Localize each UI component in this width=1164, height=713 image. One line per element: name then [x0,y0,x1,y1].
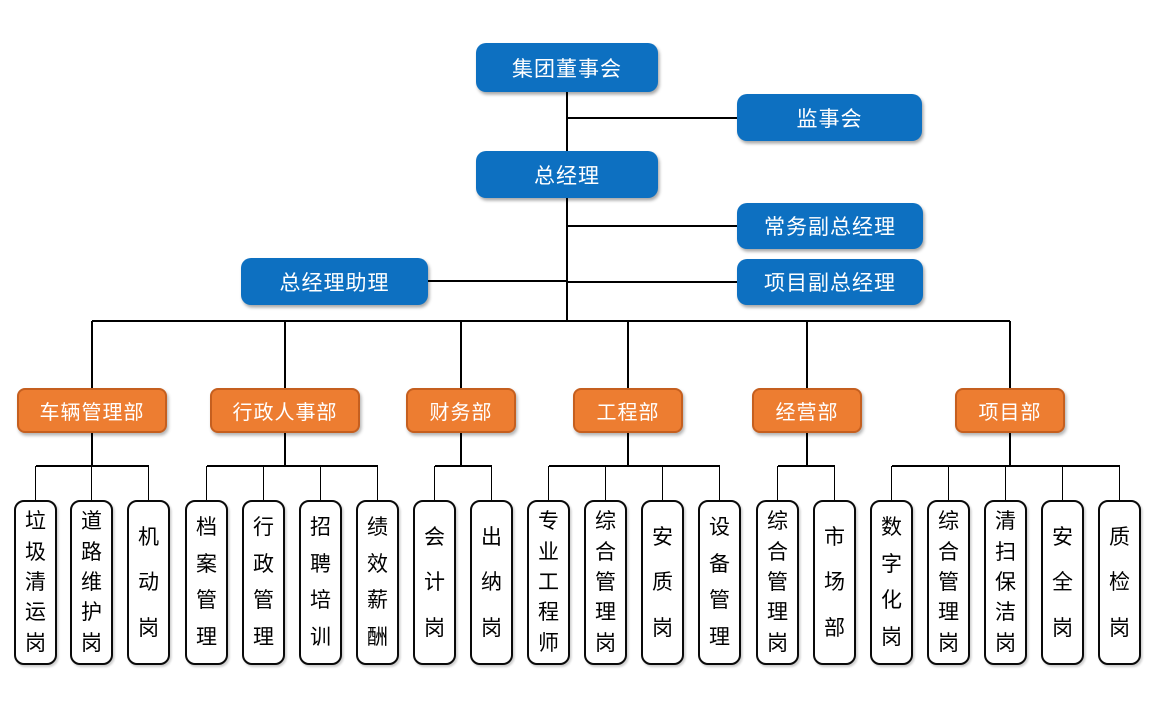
connector-line [205,466,208,500]
connector-line [567,225,737,227]
leaf-general-management-post: 综合管理岗 [756,500,799,665]
connector-line [91,433,93,466]
connector-line [91,321,93,388]
leaf-mobile-post: 机动岗 [127,500,170,665]
leaf-performance-compensation: 绩效薪酬 [356,500,399,665]
leaf-digitalization-post: 数字化岗 [870,500,913,665]
connector-line [428,280,567,282]
leaf-road-maintenance-post: 道路维护岗 [70,500,113,665]
leaf-accounting-post: 会计岗 [413,500,456,665]
connector-line [284,321,286,388]
connector-line [627,433,629,466]
connector-line [806,433,808,466]
connector-line [548,465,720,467]
connector-line [661,466,664,500]
node-project-deputy-gm: 项目副总经理 [737,259,923,305]
node-group-board: 集团董事会 [476,43,658,92]
leaf-cleaning-post: 清扫保洁岗 [984,500,1027,665]
connector-line [206,465,378,467]
connector-line [1009,433,1011,466]
connector-line [434,465,492,467]
connector-line [547,466,550,500]
node-gm-assistant: 总经理助理 [241,258,428,305]
connector-line [718,466,721,500]
connector-line [284,433,286,466]
node-executive-deputy-gm: 常务副总经理 [737,203,923,249]
dept-finance: 财务部 [406,388,516,433]
leaf-archive-management: 档案管理 [185,500,228,665]
connector-line [776,466,779,500]
dept-vehicle-management: 车辆管理部 [17,388,167,433]
connector-line [1061,466,1064,500]
connector-line [490,466,493,500]
dept-engineering: 工程部 [573,388,683,433]
connector-line [947,466,950,500]
connector-line [777,465,835,467]
leaf-market-dept: 市场部 [813,500,856,665]
leaf-general-management-post: 综合管理岗 [927,500,970,665]
node-general-manager: 总经理 [476,151,658,198]
connector-line [1118,466,1121,500]
connector-line [262,466,265,500]
connector-line [34,466,37,500]
leaf-general-management-post: 综合管理岗 [584,500,627,665]
connector-line [806,321,808,388]
connector-line [890,466,893,500]
dept-admin-hr: 行政人事部 [210,388,360,433]
connector-line [35,465,149,467]
connector-line [92,320,1010,322]
connector-line [566,92,568,321]
connector-line [604,466,607,500]
connector-line [376,466,379,500]
connector-line [90,466,93,500]
node-supervisory-board: 监事会 [737,94,922,141]
leaf-recruitment-training: 招聘培训 [299,500,342,665]
leaf-safety-post: 安全岗 [1041,500,1084,665]
connector-line [627,321,629,388]
connector-line [460,321,462,388]
connector-line [1009,321,1011,388]
connector-line [567,281,737,283]
leaf-admin-management: 行政管理 [242,500,285,665]
leaf-safety-quality-post: 安质岗 [641,500,684,665]
connector-line [567,117,737,119]
connector-line [147,466,150,500]
leaf-equipment-management: 设备管理 [698,500,741,665]
connector-line [460,433,462,466]
dept-operations: 经营部 [752,388,862,433]
connector-line [319,466,322,500]
connector-line [433,466,436,500]
leaf-professional-engineer: 专业工程师 [527,500,570,665]
dept-project: 项目部 [955,388,1065,433]
connector-line [891,465,1120,467]
connector-line [1004,466,1007,500]
leaf-garbage-removal-post: 垃圾清运岗 [14,500,57,665]
connector-line [833,466,836,500]
leaf-cashier-post: 出纳岗 [470,500,513,665]
leaf-quality-inspection-post: 质检岗 [1098,500,1141,665]
